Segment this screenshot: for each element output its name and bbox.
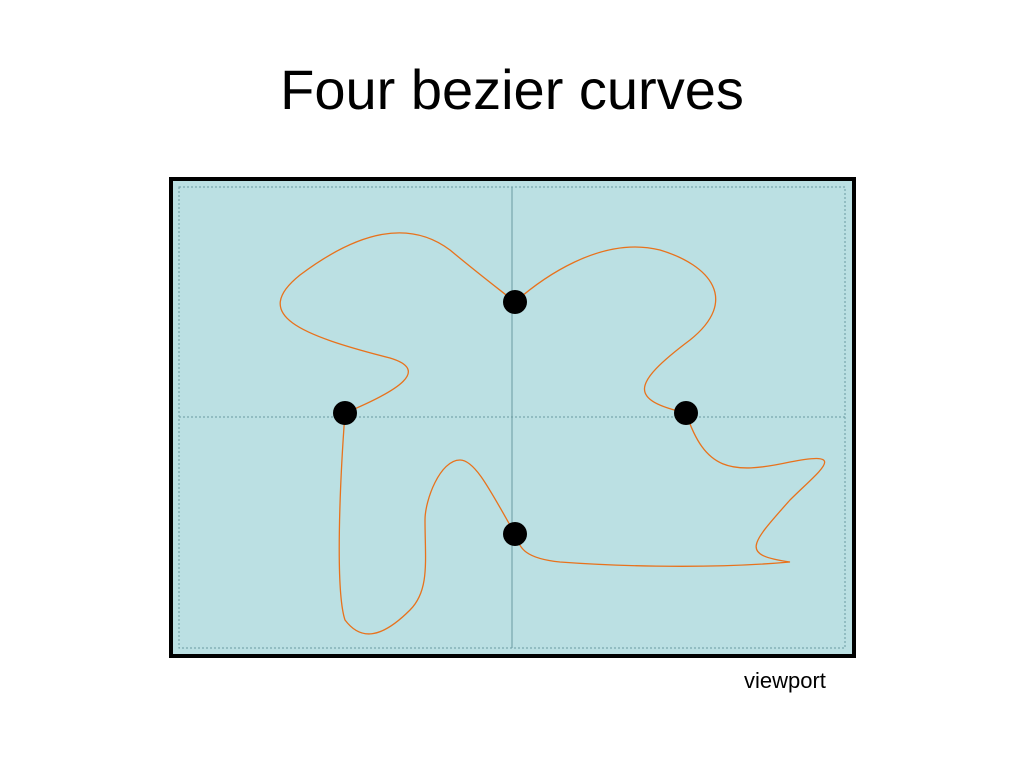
viewport-caption: viewport [744,668,826,693]
bezier-curve-top-right [514,246,717,414]
anchor-point-top [503,290,527,314]
slide-title: Four bezier curves [280,58,744,121]
bezier-curve-bottom-right [514,412,826,567]
anchor-point-right [674,401,698,425]
bezier-curve-bottom-left [338,412,516,635]
bezier-curve-top-left [279,232,516,414]
anchor-point-bottom [503,522,527,546]
anchor-point-left [333,401,357,425]
